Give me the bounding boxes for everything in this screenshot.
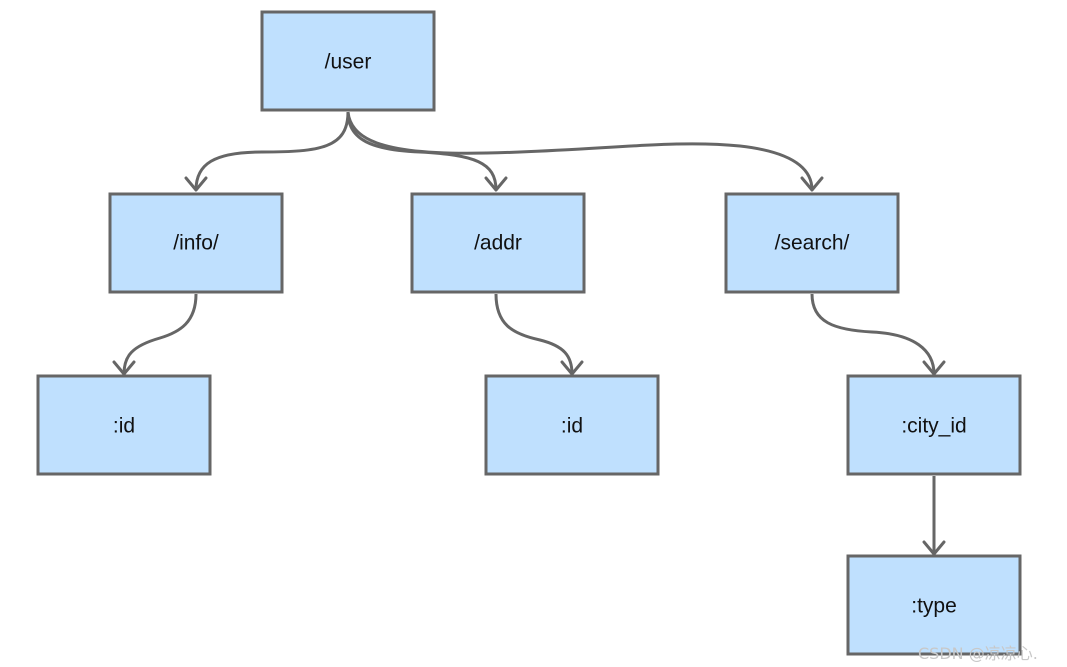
arrowhead-icon — [922, 540, 946, 556]
edge-info-to-info-id — [112, 293, 198, 376]
node-search: /search/ — [724, 192, 900, 294]
node-type: :type — [846, 554, 1022, 656]
watermark: CSDN @凉凉心. — [918, 644, 1038, 663]
node-label: :id — [561, 415, 583, 438]
arrowhead-icon — [922, 360, 946, 376]
node-addr-id: :id — [484, 374, 660, 476]
node-label: /user — [325, 51, 372, 74]
edge-search-to-city-id — [810, 293, 946, 376]
node-label: /info/ — [173, 232, 219, 255]
arrowhead-icon — [560, 360, 584, 376]
node-info: /info/ — [108, 192, 284, 294]
edge-user-to-search — [346, 111, 824, 192]
arrowhead-icon — [184, 176, 208, 192]
nodes: /user /info/ /addr /search/ :id :id :cit… — [36, 10, 1022, 656]
edge-user-to-info — [184, 111, 350, 192]
node-addr: /addr — [410, 192, 586, 294]
node-label: /search/ — [775, 232, 850, 255]
arrowhead-icon — [484, 176, 508, 192]
node-label: /addr — [474, 232, 522, 255]
node-city-id: :city_id — [846, 374, 1022, 476]
edge-addr-to-addr-id — [494, 293, 584, 376]
node-label: :id — [113, 415, 135, 438]
arrowhead-icon — [112, 360, 136, 376]
edges — [112, 111, 946, 556]
arrowhead-icon — [800, 176, 824, 192]
node-label: :type — [911, 595, 957, 618]
node-user: /user — [260, 10, 436, 112]
node-info-id: :id — [36, 374, 212, 476]
node-label: :city_id — [901, 415, 966, 438]
edge-city-id-to-type — [922, 476, 946, 556]
